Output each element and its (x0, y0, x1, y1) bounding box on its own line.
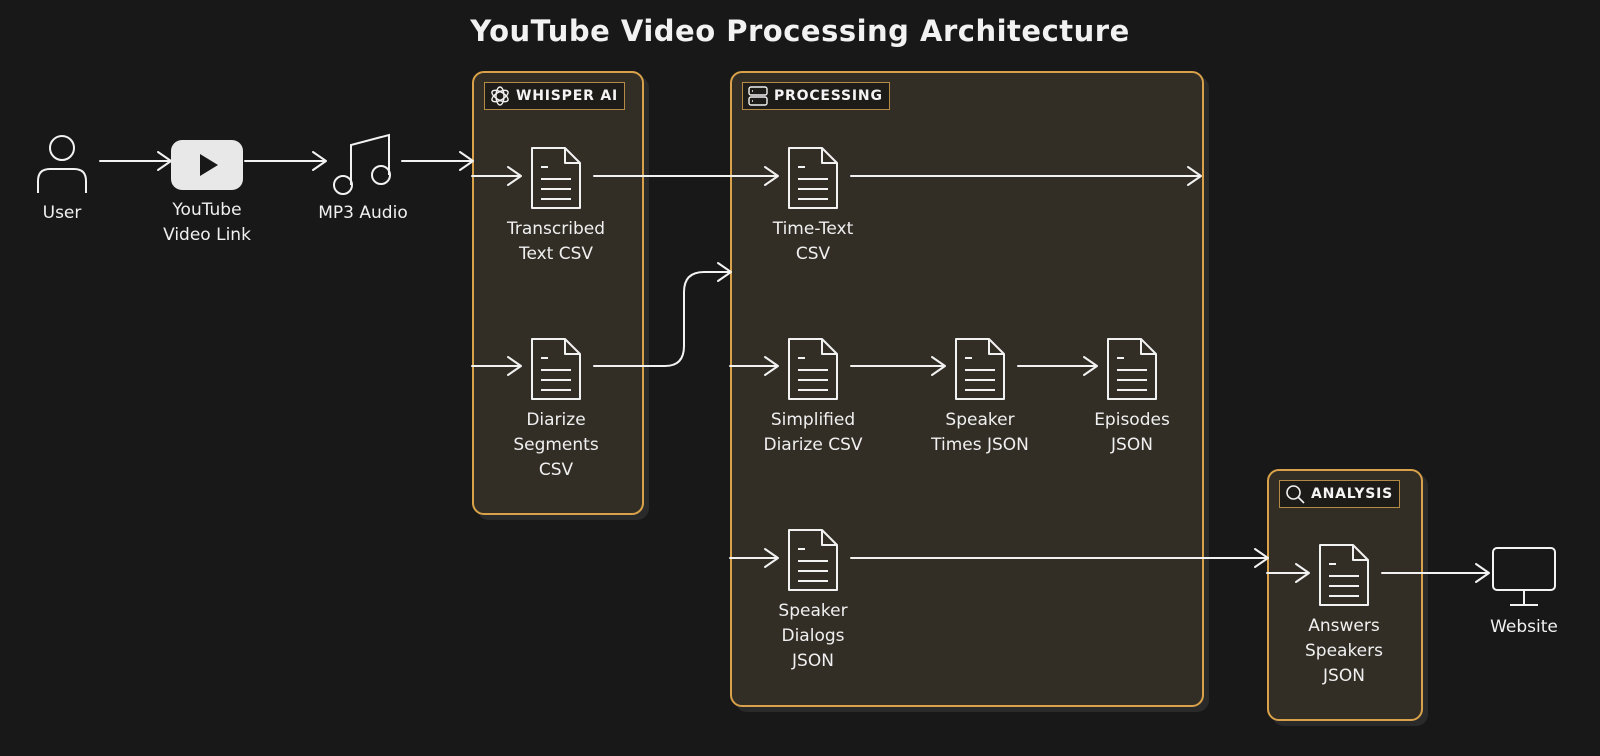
youtube-label: YouTube Video Link (163, 200, 251, 245)
server-icon (748, 86, 768, 106)
node-answers-speakers-json: Answers Speakers JSON (1264, 542, 1424, 689)
openai-logo-icon (491, 86, 509, 106)
node-speaker-dialogs-json: Speaker Dialogs JSON (733, 527, 893, 674)
speaker-times-json-label: Speaker Times JSON (931, 410, 1029, 455)
node-simplified-diarize-csv: Simplified Diarize CSV (733, 336, 893, 458)
node-speaker-times-json: Speaker Times JSON (900, 336, 1060, 458)
user-label: User (42, 203, 82, 223)
document-icon (1319, 544, 1369, 606)
node-time-text-csv: Time-Text CSV (733, 145, 893, 267)
website-label: Website (1490, 617, 1558, 637)
episodes-json-label: Episodes JSON (1094, 410, 1170, 455)
arrow-to-simplified (729, 356, 779, 376)
analysis-tag: ANALYSIS (1279, 480, 1401, 508)
arrow-transcribed-to-time-text (593, 166, 779, 186)
document-icon (788, 529, 838, 591)
arrow-time-text-to-edge (850, 166, 1202, 186)
arrow-diarize-segments-to-processing (593, 262, 732, 367)
speaker-dialogs-json-label: Speaker Dialogs JSON (778, 601, 848, 671)
time-text-csv-label: Time-Text CSV (772, 219, 854, 264)
answers-speakers-json-label: Answers Speakers JSON (1304, 616, 1383, 686)
document-icon (1107, 338, 1157, 400)
node-diarize-segments-csv: Diarize Segments CSV (476, 336, 636, 483)
node-website: Website (1444, 545, 1600, 640)
arrow-to-diarize-segments (471, 356, 522, 376)
arrow-to-answers (1266, 563, 1310, 583)
diagram-title: YouTube Video Processing Architecture (470, 14, 1130, 48)
processing-tag: PROCESSING (742, 82, 890, 110)
analysis-group: ANALYSIS (1267, 469, 1423, 721)
search-icon (1286, 485, 1305, 504)
whisper-ai-group: WHISPER AI (472, 71, 644, 515)
arrow-mp3-to-whisper (401, 151, 474, 171)
node-mp3: MP3 Audio (283, 133, 443, 226)
arrow-youtube-to-mp3 (244, 151, 327, 171)
arrow-to-transcribed (471, 166, 522, 186)
music-note-icon (333, 133, 391, 195)
arrow-speaker-dialogs-to-analysis (850, 548, 1269, 568)
processing-label: PROCESSING (774, 88, 883, 104)
arrow-speaker-times-to-episodes (1017, 356, 1098, 376)
youtube-play-icon (171, 140, 243, 190)
arrow-simplified-to-speaker-times (850, 356, 946, 376)
monitor-icon (1492, 547, 1556, 606)
whisper-ai-label: WHISPER AI (516, 88, 618, 104)
document-icon (788, 338, 838, 400)
node-youtube: YouTube Video Link (127, 138, 287, 248)
analysis-label: ANALYSIS (1311, 486, 1394, 502)
whisper-ai-tag: WHISPER AI (484, 82, 625, 110)
user-icon (37, 135, 87, 193)
transcribed-text-csv-label: Transcribed Text CSV (506, 219, 606, 264)
node-user: User (0, 133, 142, 226)
diarize-segments-csv-label: Diarize Segments CSV (513, 410, 599, 480)
document-icon (788, 147, 838, 209)
document-icon (955, 338, 1005, 400)
node-episodes-json: Episodes JSON (1052, 336, 1212, 458)
arrow-to-speaker-dialogs (729, 548, 779, 568)
node-transcribed-text-csv: Transcribed Text CSV (476, 145, 636, 267)
mp3-label: MP3 Audio (318, 203, 408, 223)
document-icon (531, 147, 581, 209)
simplified-diarize-csv-label: Simplified Diarize CSV (763, 410, 863, 455)
document-icon (531, 338, 581, 400)
arrow-answers-to-website (1381, 563, 1490, 583)
